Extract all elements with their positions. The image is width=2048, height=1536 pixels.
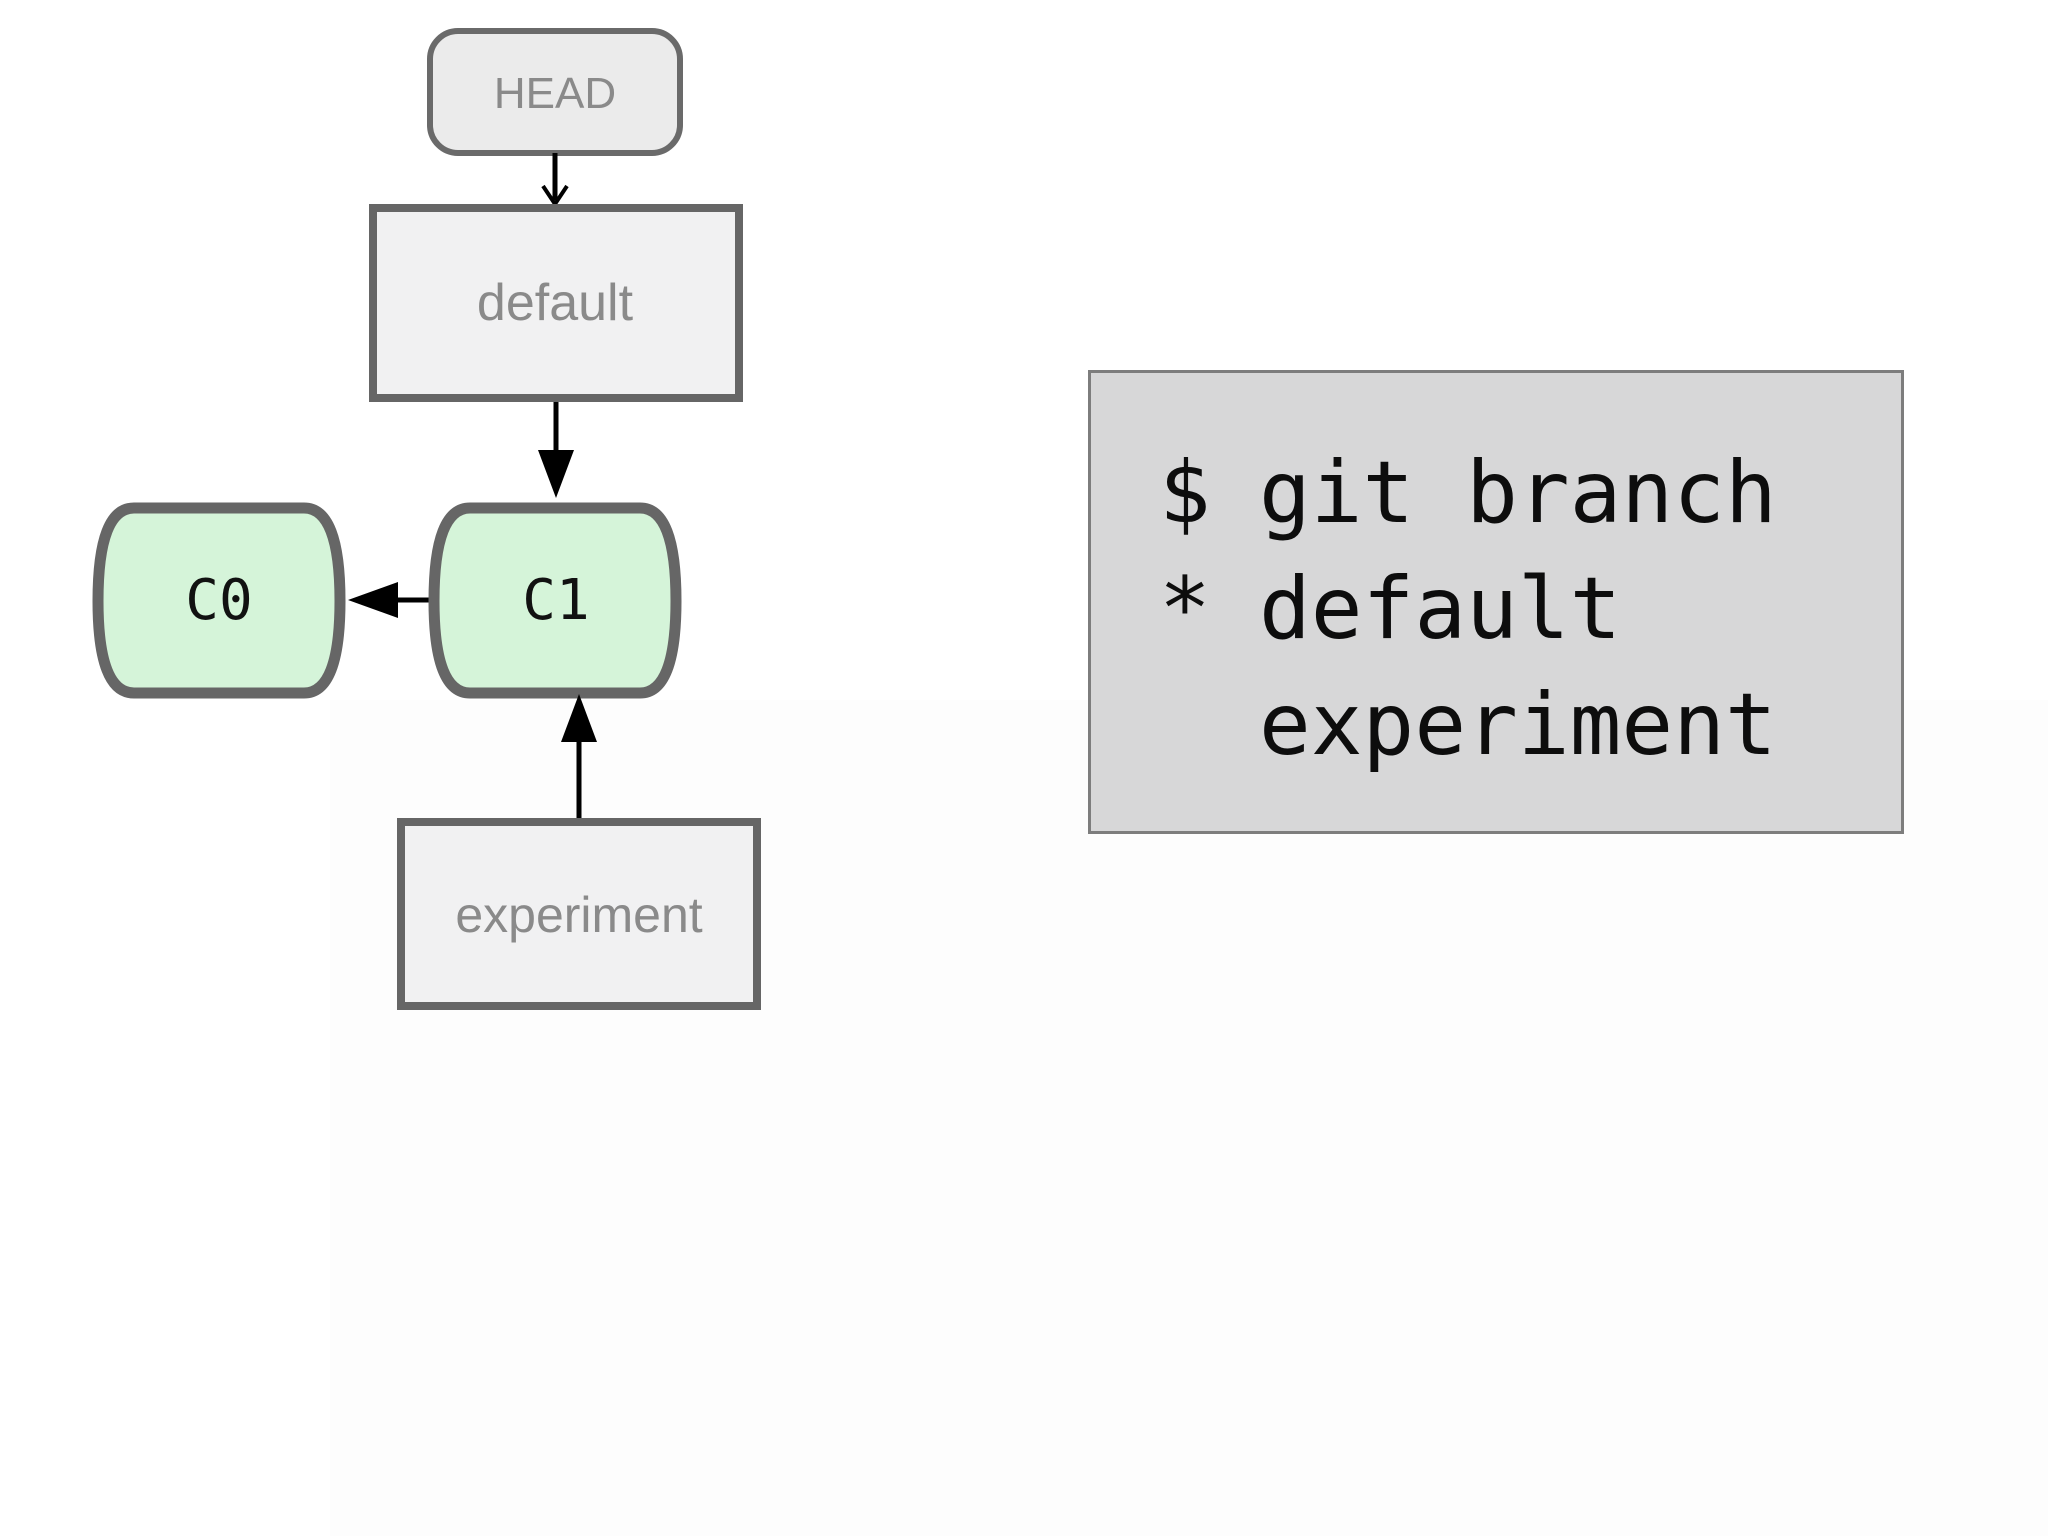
arrow-c1-to-c0: [348, 582, 432, 618]
terminal-line-branch: experiment: [1159, 667, 1901, 783]
terminal-branch-experiment: experiment: [1259, 675, 1777, 775]
commit-c0: C0: [92, 502, 346, 699]
branch-default-box: [369, 204, 743, 402]
head-label: HEAD: [494, 69, 616, 118]
commit-c1: C1: [428, 502, 682, 699]
arrow-default-to-c1: [538, 402, 574, 498]
branch-experiment-label: experiment: [455, 887, 702, 943]
terminal-command-text: git branch: [1259, 443, 1777, 543]
branch-experiment: experiment: [397, 818, 761, 1010]
branch-default-label: default: [477, 274, 634, 332]
arrow-head-to-default: [541, 153, 569, 208]
terminal-branch-default: default: [1259, 559, 1622, 659]
terminal-line-current-branch: * default: [1159, 551, 1901, 667]
arrow-experiment-to-c1: [561, 694, 597, 818]
terminal-prompt: $: [1159, 443, 1211, 543]
commit-c1-shape: [428, 502, 682, 699]
head-node: HEAD: [427, 28, 683, 156]
commit-c0-shape: [92, 502, 346, 699]
commit-c0-label: C0: [185, 568, 252, 633]
commit-c1-label: C1: [522, 568, 589, 633]
current-branch-marker: *: [1159, 559, 1211, 659]
branch-default: default: [369, 204, 743, 402]
terminal-panel: $ git branch * default experiment: [1088, 370, 1904, 834]
terminal-line-command: $ git branch: [1159, 435, 1901, 551]
branch-experiment-box: [397, 818, 761, 1010]
